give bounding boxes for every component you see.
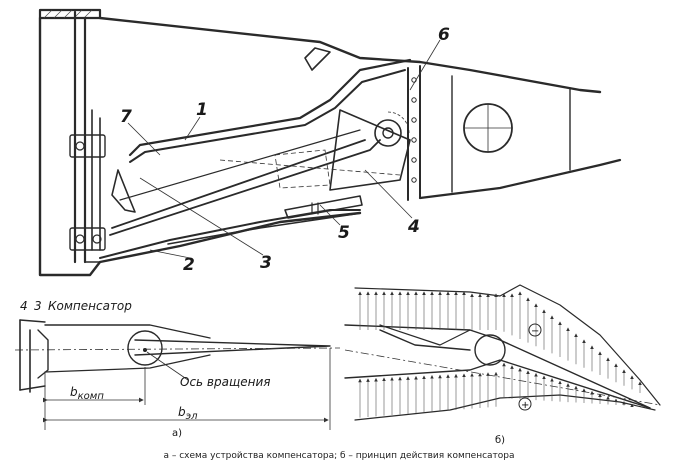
svg-text:+: +	[521, 400, 529, 411]
callout-5: 5	[338, 223, 350, 243]
callout-4: 4	[407, 217, 420, 237]
callout-1: 1	[196, 100, 208, 120]
callout-3: 3	[260, 253, 272, 273]
diagram-a-label-4: 4	[20, 299, 28, 313]
sign-plus: +	[518, 397, 532, 411]
figure-caption: а – схема устройства компенсатора; б – п…	[163, 451, 515, 461]
pressure-arrows-top	[358, 291, 642, 393]
svg-text:−: −	[531, 326, 539, 337]
skin-hatch	[43, 9, 93, 19]
b-komp-sub: комп	[78, 391, 105, 402]
compensator-label: Компенсатор	[48, 299, 132, 313]
aileron-section-drawing: 1 2 3 4 5 6 7	[38, 8, 622, 277]
rivets	[411, 77, 417, 183]
b-komp-label: bкомп	[70, 385, 104, 402]
callout-7: 7	[120, 107, 132, 127]
panel-b-label: б)	[495, 435, 505, 446]
diagram-a-scheme: 4 3 Компенсатор Ось вращения bкомп bэл а…	[14, 299, 341, 439]
b-el-label: bэл	[178, 405, 198, 422]
panel-a-label: а)	[172, 428, 182, 439]
b-komp-main: b	[70, 385, 78, 399]
pressure-arrows-bottom	[358, 362, 634, 418]
rotation-axis-label: Ось вращения	[180, 375, 271, 389]
diagram-a-label-3: 3	[34, 299, 42, 313]
callout-2: 2	[183, 255, 195, 275]
hinge	[374, 111, 410, 147]
sign-minus: −	[528, 323, 542, 337]
b-el-main: b	[178, 405, 186, 419]
callout-6: 6	[438, 25, 450, 45]
b-el-sub: эл	[186, 411, 198, 422]
diagram-b-pressure: − + б)	[344, 284, 661, 446]
